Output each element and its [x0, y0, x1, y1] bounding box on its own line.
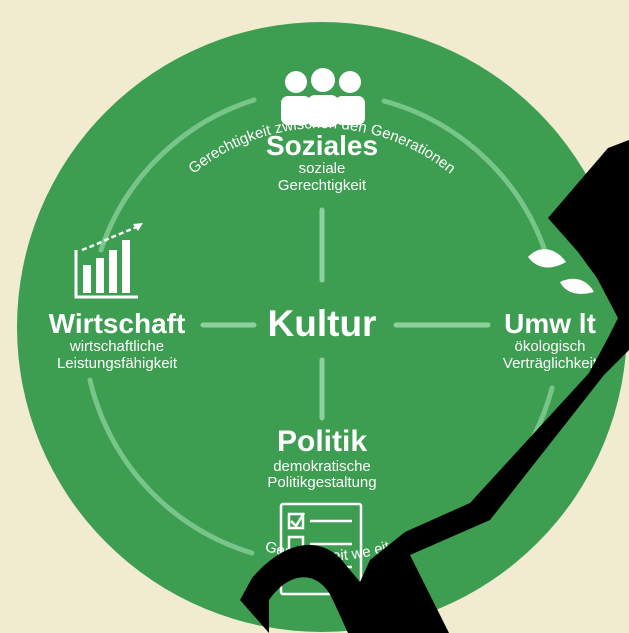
node-wirtschaft-line2: Leistungsfähigkeit — [56, 355, 178, 373]
node-wirtschaft: Wirtschaft wirtschaftliche Leistungsfähi… — [28, 308, 206, 373]
node-umwelt-line2: Verträglichkeit — [502, 355, 598, 373]
node-umwelt-title: Umw lt — [504, 308, 596, 339]
growth-chart-icon — [74, 223, 143, 299]
center-kultur: Kultur — [252, 303, 392, 344]
node-politik: Politik demokratische Politikgestaltung — [237, 425, 407, 492]
node-soziales-line1: soziale — [298, 160, 346, 178]
center-title: Kultur — [267, 303, 377, 344]
node-soziales: Soziales soziale Gerechtigkeit — [247, 130, 397, 195]
node-umwelt: Umw lt ökologisch Verträglichkeit — [480, 308, 620, 373]
node-wirtschaft-title: Wirtschaft — [48, 308, 186, 339]
node-politik-line2: Politikgestaltung — [267, 474, 377, 492]
node-soziales-line2: Gerechtigkeit — [277, 177, 367, 195]
node-umwelt-line1: ökologisch — [514, 338, 586, 356]
node-politik-line1: demokratische — [273, 457, 371, 475]
people-group-icon — [281, 68, 365, 127]
ring-arc-top-left — [98, 97, 257, 253]
node-soziales-title: Soziales — [265, 130, 379, 161]
node-politik-title: Politik — [276, 425, 367, 458]
ring-arc-bottom-left — [87, 377, 255, 556]
node-wirtschaft-line1: wirtschaftliche — [69, 338, 165, 356]
